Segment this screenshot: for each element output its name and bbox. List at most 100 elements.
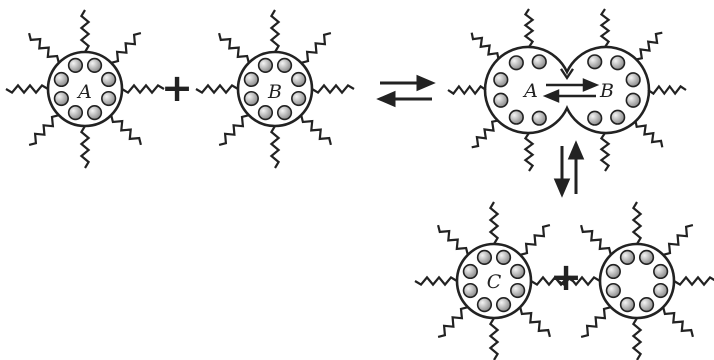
- headgroup-bead: [531, 54, 547, 70]
- headgroup-bead: [653, 263, 669, 280]
- headgroup-bead: [493, 92, 509, 108]
- headgroup-bead: [276, 105, 293, 121]
- merged-micelle-a-label: A: [522, 80, 538, 102]
- surfactant-tail: [28, 114, 60, 146]
- surfactant-tail: [218, 114, 250, 146]
- surfactant-tail: [634, 120, 664, 148]
- headgroup-bead: [508, 55, 524, 71]
- micelle-b: [195, 9, 355, 169]
- surfactant-tail: [79, 125, 91, 169]
- surfactant-tail: [110, 32, 142, 64]
- surfactant-tail: [662, 306, 694, 338]
- micelle-a: [5, 9, 165, 169]
- micelle-c: [414, 201, 574, 360]
- merged-micelle-dimer: [447, 8, 687, 172]
- surfactant-tail: [110, 114, 142, 146]
- headgroup-bead: [495, 297, 512, 313]
- headgroup-bead: [625, 72, 641, 88]
- surfactant-tail: [269, 9, 281, 53]
- headgroup-bead: [610, 55, 626, 71]
- headgroup-bead: [101, 90, 117, 107]
- surfactant-tail: [488, 317, 500, 360]
- equilibrium-arrows-horizontal: [376, 74, 436, 108]
- surfactant-tail: [311, 83, 355, 95]
- surfactant-tail: [470, 32, 500, 60]
- headgroup-bead: [291, 90, 307, 107]
- surfactant-tail: [414, 275, 458, 287]
- headgroup-bead: [638, 249, 655, 265]
- micelle-c-label: C: [487, 271, 502, 293]
- headgroup-bead: [508, 109, 524, 125]
- headgroup-bead: [605, 282, 621, 299]
- headgroup-bead: [476, 297, 493, 313]
- surfactant-tail: [530, 275, 574, 287]
- surfactant-tail: [195, 83, 239, 95]
- surfactant-tail: [5, 83, 49, 95]
- surfactant-tail: [519, 306, 551, 338]
- headgroup-bead: [610, 109, 626, 125]
- equilibrium-arrows-vertical: [553, 140, 585, 198]
- merged-micelle-b-label: B: [599, 80, 614, 102]
- headgroup-bead: [276, 57, 293, 73]
- surfactant-tail: [662, 224, 694, 256]
- surfactant-tail: [269, 125, 281, 169]
- surfactant-tail: [447, 84, 487, 96]
- headgroup-bead: [619, 297, 636, 313]
- micelle-b-label: B: [267, 81, 282, 103]
- surfactant-tail: [28, 32, 60, 64]
- dimer-shell: [483, 45, 651, 135]
- headgroup-bead: [476, 249, 493, 265]
- headgroup-bead: [86, 105, 103, 121]
- headgroup-bead: [257, 57, 274, 73]
- surfactant-tail: [647, 84, 687, 96]
- micelle-empty: [557, 201, 714, 360]
- surfactant-tail: [580, 224, 612, 256]
- headgroup-bead: [619, 249, 636, 265]
- headgroup-bead: [493, 72, 509, 88]
- surfactant-tail: [218, 32, 250, 64]
- headgroup-bead: [531, 110, 547, 126]
- surfactant-tail: [523, 132, 535, 172]
- surfactant-tail: [437, 306, 469, 338]
- plus-sign-top: +: [161, 66, 193, 110]
- headgroup-bead: [101, 71, 117, 88]
- surfactant-tail: [635, 31, 663, 61]
- surfactant-tail: [599, 132, 611, 172]
- headgroup-bead: [67, 57, 84, 73]
- surfactant-tail: [300, 32, 332, 64]
- surfactant-tail: [437, 224, 469, 256]
- surfactant-tail: [580, 306, 612, 338]
- micelle-shell: [598, 242, 676, 320]
- headgroup-bead: [291, 71, 307, 88]
- headgroup-bead: [67, 105, 84, 121]
- surfactant-tail: [471, 119, 499, 149]
- headgroup-bead: [243, 90, 259, 107]
- surfactant-tail: [631, 317, 643, 360]
- headgroup-bead: [605, 263, 621, 280]
- micelle-a-label: A: [76, 81, 92, 103]
- headgroup-bead: [243, 71, 259, 88]
- headgroup-bead: [257, 105, 274, 121]
- headgroup-bead: [587, 110, 603, 126]
- headgroup-bead: [625, 92, 641, 108]
- headgroup-bead: [462, 282, 478, 299]
- headgroup-bead: [510, 282, 526, 299]
- surfactant-tail: [557, 275, 601, 287]
- surfactant-tail: [599, 8, 611, 48]
- surfactant-tail: [523, 8, 535, 48]
- surfactant-tail: [488, 201, 500, 245]
- surfactant-tail: [79, 9, 91, 53]
- headgroup-bead: [510, 263, 526, 280]
- surfactant-tail: [673, 275, 714, 287]
- surfactant-tail: [121, 83, 165, 95]
- headgroup-bead: [495, 249, 512, 265]
- headgroup-bead: [86, 57, 103, 73]
- surfactant-tail: [300, 114, 332, 146]
- headgroup-bead: [587, 54, 603, 70]
- headgroup-bead: [462, 263, 478, 280]
- inner-exchange-arrows: [542, 78, 600, 103]
- plus-sign-bottom: +: [550, 255, 582, 299]
- headgroup-bead: [53, 90, 69, 107]
